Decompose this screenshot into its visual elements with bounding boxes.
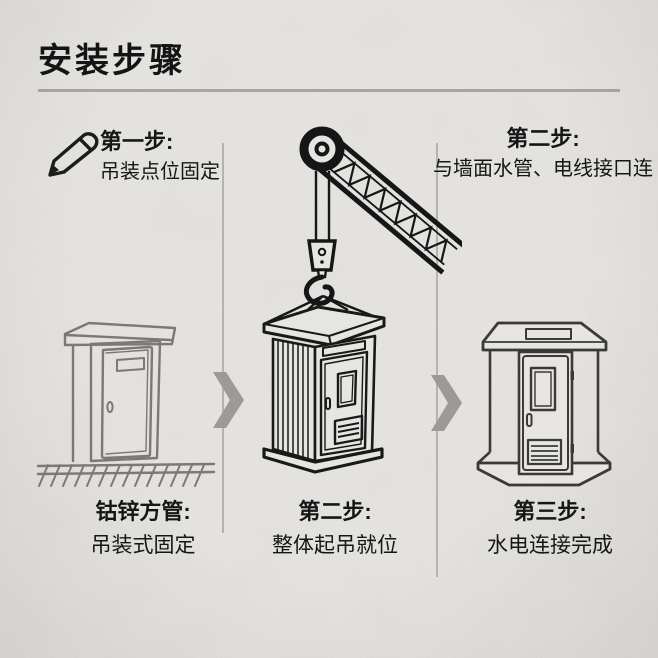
step1-label: 第一步:	[100, 129, 174, 154]
caption-left-label: 钴锌方管:	[95, 499, 191, 524]
title-underline	[38, 89, 620, 92]
step1-desc: 吊装点位固定	[100, 161, 220, 184]
page-title: 安装步骤	[38, 42, 186, 80]
chevron-right-icon	[213, 372, 244, 428]
toilet-booth-right-illustration	[476, 321, 612, 487]
caption-left: 钴锌方管: 吊装式固定	[51, 499, 235, 559]
step2-label: 第二步:	[506, 126, 580, 151]
caption-right-label: 第三步:	[513, 499, 587, 524]
caption-right: 第三步: 水电连接完成	[458, 499, 642, 559]
caption-center-label: 第二步:	[298, 499, 372, 524]
pencil-icon	[48, 132, 99, 177]
chevron-right-icon	[431, 375, 462, 431]
step2-desc: 与墙面水管、电线接口连	[433, 158, 653, 181]
section-divider-right	[436, 143, 438, 577]
caption-center-desc: 整体起吊就位	[272, 534, 398, 558]
caption-right-desc: 水电连接完成	[487, 534, 613, 558]
section-divider-left	[222, 143, 224, 533]
caption-left-desc: 吊装式固定	[90, 534, 196, 558]
step2-annotation: 第二步: 与墙面水管、电线接口连	[428, 126, 658, 181]
toilet-booth-left-illustration	[36, 321, 216, 487]
crane-illustration	[263, 126, 462, 326]
toilet-booth-center-illustration	[262, 305, 386, 474]
caption-center: 第二步: 整体起吊就位	[243, 499, 427, 559]
step1-annotation: 第一步: 吊装点位固定	[100, 129, 220, 184]
